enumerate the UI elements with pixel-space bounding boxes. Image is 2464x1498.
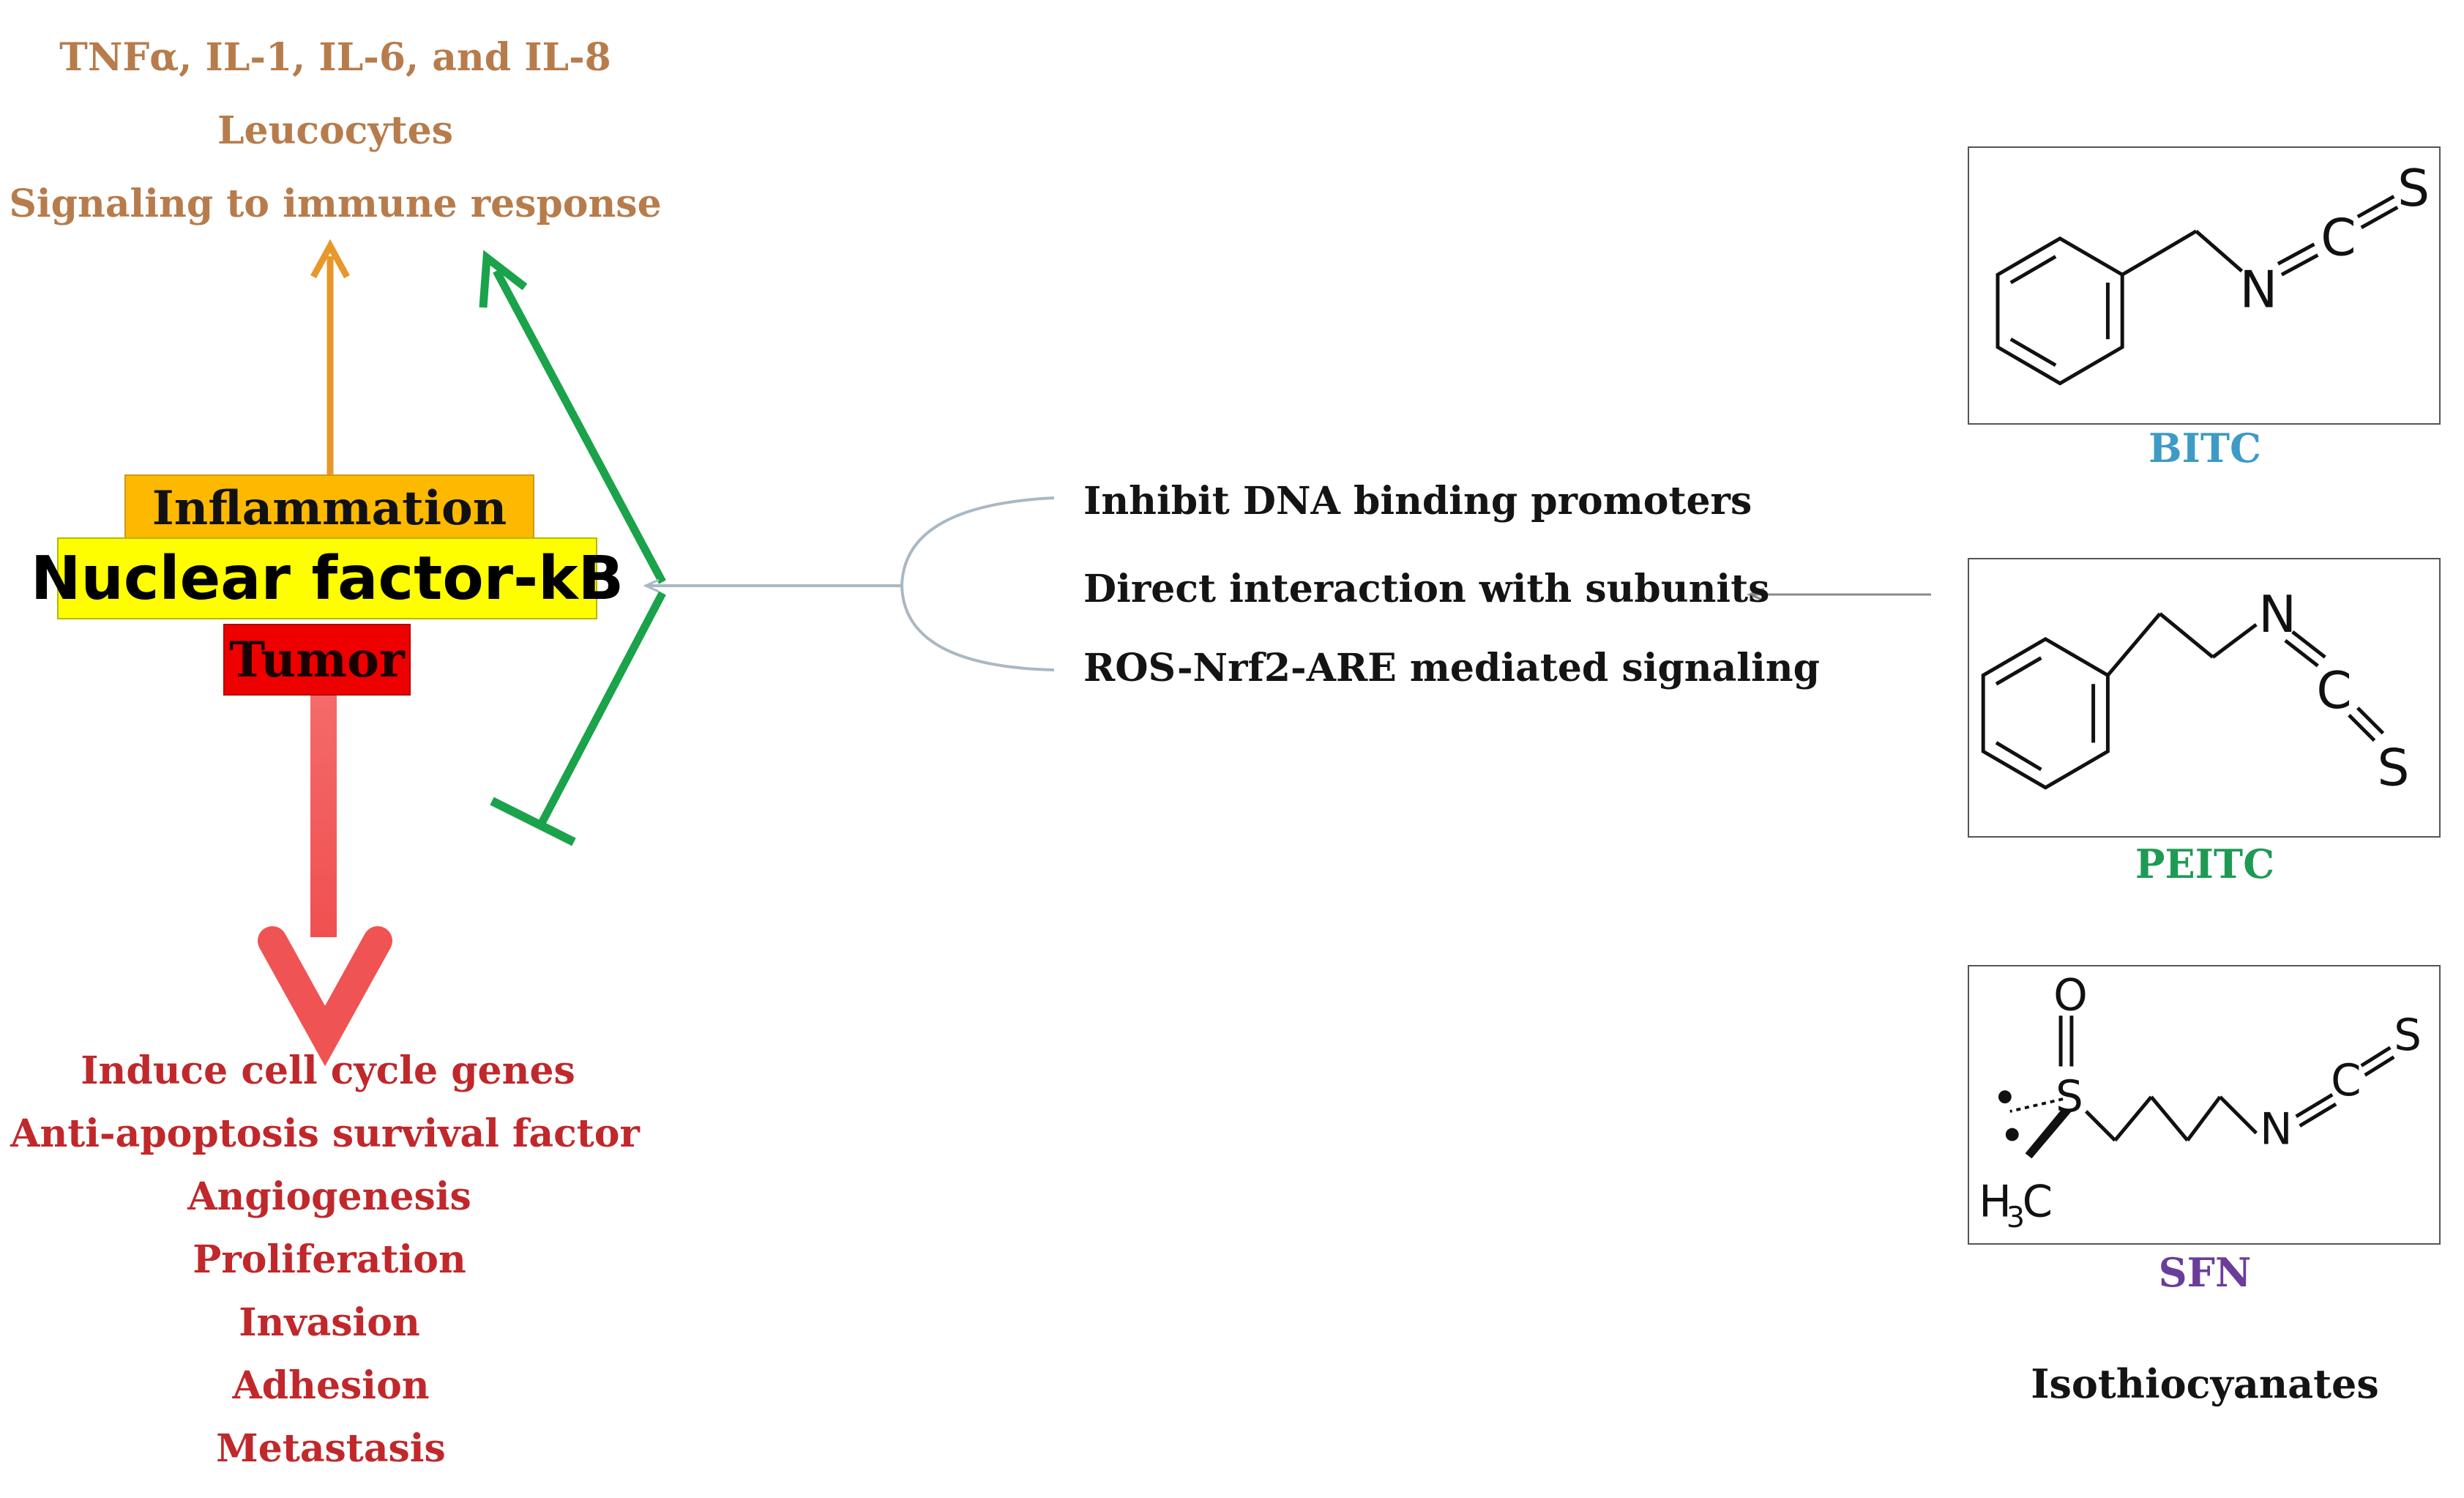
downstream-item: Anti-apoptosis survival factor — [10, 1111, 640, 1156]
sfn-atom-n: N — [2260, 1104, 2292, 1155]
isothiocyanates-label: Isothiocyanates — [2031, 1360, 2379, 1407]
green-activate-arrow — [479, 250, 666, 584]
downstream-item: Adhesion — [232, 1363, 430, 1408]
nfkb-label: Nuclear factor-kB — [30, 543, 624, 614]
peitc-atom-n: N — [2258, 586, 2296, 644]
downstream-item: Invasion — [239, 1300, 420, 1345]
tumor-label: Tumor — [229, 631, 405, 688]
downstream-item: Induce cell cycle genes — [81, 1048, 575, 1093]
inflammation-up-arrow — [310, 239, 350, 474]
mechanism-item: ROS-Nrf2-ARE mediated signaling — [1083, 646, 1820, 690]
tumor-down-arrow — [258, 696, 392, 1067]
sfn-label: SFN — [2158, 1249, 2252, 1296]
green-inhibit-arrow — [490, 591, 666, 846]
immune-signaling-text: Signaling to immune response — [9, 182, 662, 226]
downstream-item: Metastasis — [216, 1426, 446, 1471]
peitc-label: PEITC — [2135, 841, 2275, 887]
inflammation-label: Inflammation — [152, 480, 507, 536]
inflammation-box: Inflammation — [124, 474, 534, 542]
bitc-structure: N C S — [1968, 146, 2441, 425]
molecule-to-mechanism-arrow — [1746, 587, 1931, 602]
sfn-atom-s1: S — [2056, 1072, 2083, 1122]
sfn-atom-c: C — [2331, 1056, 2361, 1106]
peitc-structure: N C S — [1968, 558, 2441, 838]
tumor-box: Tumor — [223, 624, 411, 696]
sfn-atom-subscript: 3 — [2006, 1201, 2025, 1234]
mechanism-item: Inhibit DNA binding promoters — [1083, 479, 1752, 523]
mechanism-item: Direct interaction with subunits — [1083, 567, 1770, 611]
bitc-label: BITC — [2148, 425, 2262, 472]
peitc-atom-s: S — [2377, 739, 2409, 798]
sfn-atom-h: H — [1979, 1177, 2012, 1227]
sfn-atom-c2: C — [2023, 1177, 2053, 1227]
downstream-item: Proliferation — [193, 1237, 466, 1282]
bitc-atom-c: C — [2321, 209, 2356, 267]
sfn-atom-s2: S — [2394, 1010, 2422, 1061]
bitc-atom-s: S — [2397, 160, 2430, 218]
nfkb-box: Nuclear factor-kB — [31, 537, 624, 619]
leucocytes-text: Leucocytes — [217, 108, 454, 153]
sfn-structure-drawing: O S N C S H 3 C — [1979, 970, 2422, 1234]
mechanism-bracket — [643, 496, 1055, 671]
cytokines-text: TNFα, IL-1, IL-6, and IL-8 — [59, 35, 611, 80]
peitc-structure-drawing: N C S — [1981, 586, 2409, 798]
bitc-structure-drawing: N C S — [1996, 160, 2430, 386]
sfn-structure: O S N C S H 3 C — [1968, 965, 2441, 1245]
peitc-atom-c: C — [2316, 662, 2351, 720]
bitc-atom-n: N — [2239, 261, 2277, 320]
downstream-item: Angiogenesis — [187, 1174, 471, 1219]
sfn-atom-o: O — [2053, 970, 2088, 1021]
